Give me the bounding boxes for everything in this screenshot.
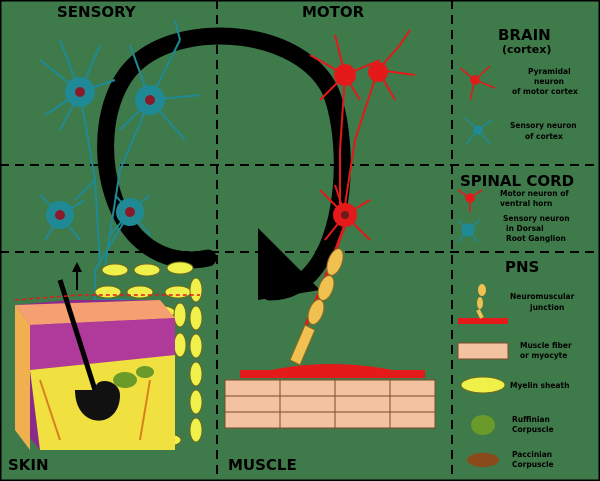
legend-pyramidal-3: of motor cortex [512, 87, 578, 96]
legend-sensory-cortex-2: of cortex [525, 132, 563, 141]
nmj-icon [458, 284, 508, 324]
myelin-icon [460, 376, 506, 394]
legend-sensory-drg-3: Root Ganglion [506, 234, 566, 243]
skin-outline [14, 294, 200, 301]
legend-pns-title: PNS [505, 258, 539, 276]
legend-pyramidal-2: neuron [534, 77, 564, 86]
legend-pyramidal-1: Pyramidal [528, 67, 571, 76]
muscle-fiber-icon [457, 342, 509, 360]
legend-brain-sub: (cortex) [502, 43, 551, 56]
legend-muscle-fiber-1: Muscle fiber [520, 341, 572, 350]
legend-nmj-1: Neuromuscular [510, 292, 575, 301]
pyramidal-neuron-icon [459, 65, 496, 101]
legend-ruffinian-2: Corpuscle [512, 425, 554, 434]
legend-sensory-drg-2: in Dorsal [506, 224, 544, 233]
skin-block [15, 279, 175, 450]
legend-sensory-drg-1: Sensory neuron [503, 214, 570, 223]
label-motor: MOTOR [302, 3, 365, 21]
sensory-cortex-neuron-icon [464, 117, 493, 145]
sensory-neurons-drg [39, 194, 151, 402]
legend-spinal-title: SPINAL CORD [460, 172, 574, 190]
legend-icons [457, 65, 509, 467]
legend-muscle-fiber-2: or myocyte [520, 351, 567, 360]
motor-myelin [289, 248, 344, 366]
label-sensory: SENSORY [57, 3, 137, 21]
legend-nmj-2: junction [529, 303, 564, 312]
legend-motor-ventral-1: Motor neuron of [500, 189, 569, 198]
legend-myelin: Myelin sheath [510, 381, 569, 390]
paccinian-icon [467, 453, 499, 467]
legend-ruffinian-1: Ruffinian [512, 415, 550, 424]
legend-paccinian-1: Paccinian [512, 450, 552, 459]
sensory-neurons-cortex [39, 19, 201, 266]
motor-neuron-cortex [309, 29, 416, 206]
motor-ventral-neuron-icon [457, 189, 483, 212]
legend-motor-ventral-2: ventral horn [500, 199, 552, 208]
muscle-block [224, 364, 436, 429]
sensory-drg-neuron-icon [457, 219, 481, 243]
label-skin: SKIN [8, 456, 49, 474]
legend-sensory-cortex-1: Sensory neuron [510, 121, 577, 130]
ruffinian-icon [471, 415, 495, 435]
label-muscle: MUSCLE [228, 456, 297, 474]
up-arrow [72, 262, 82, 290]
legend-paccinian-2: Corpuscle [512, 460, 554, 469]
legend-brain-title: BRAIN [498, 26, 551, 44]
